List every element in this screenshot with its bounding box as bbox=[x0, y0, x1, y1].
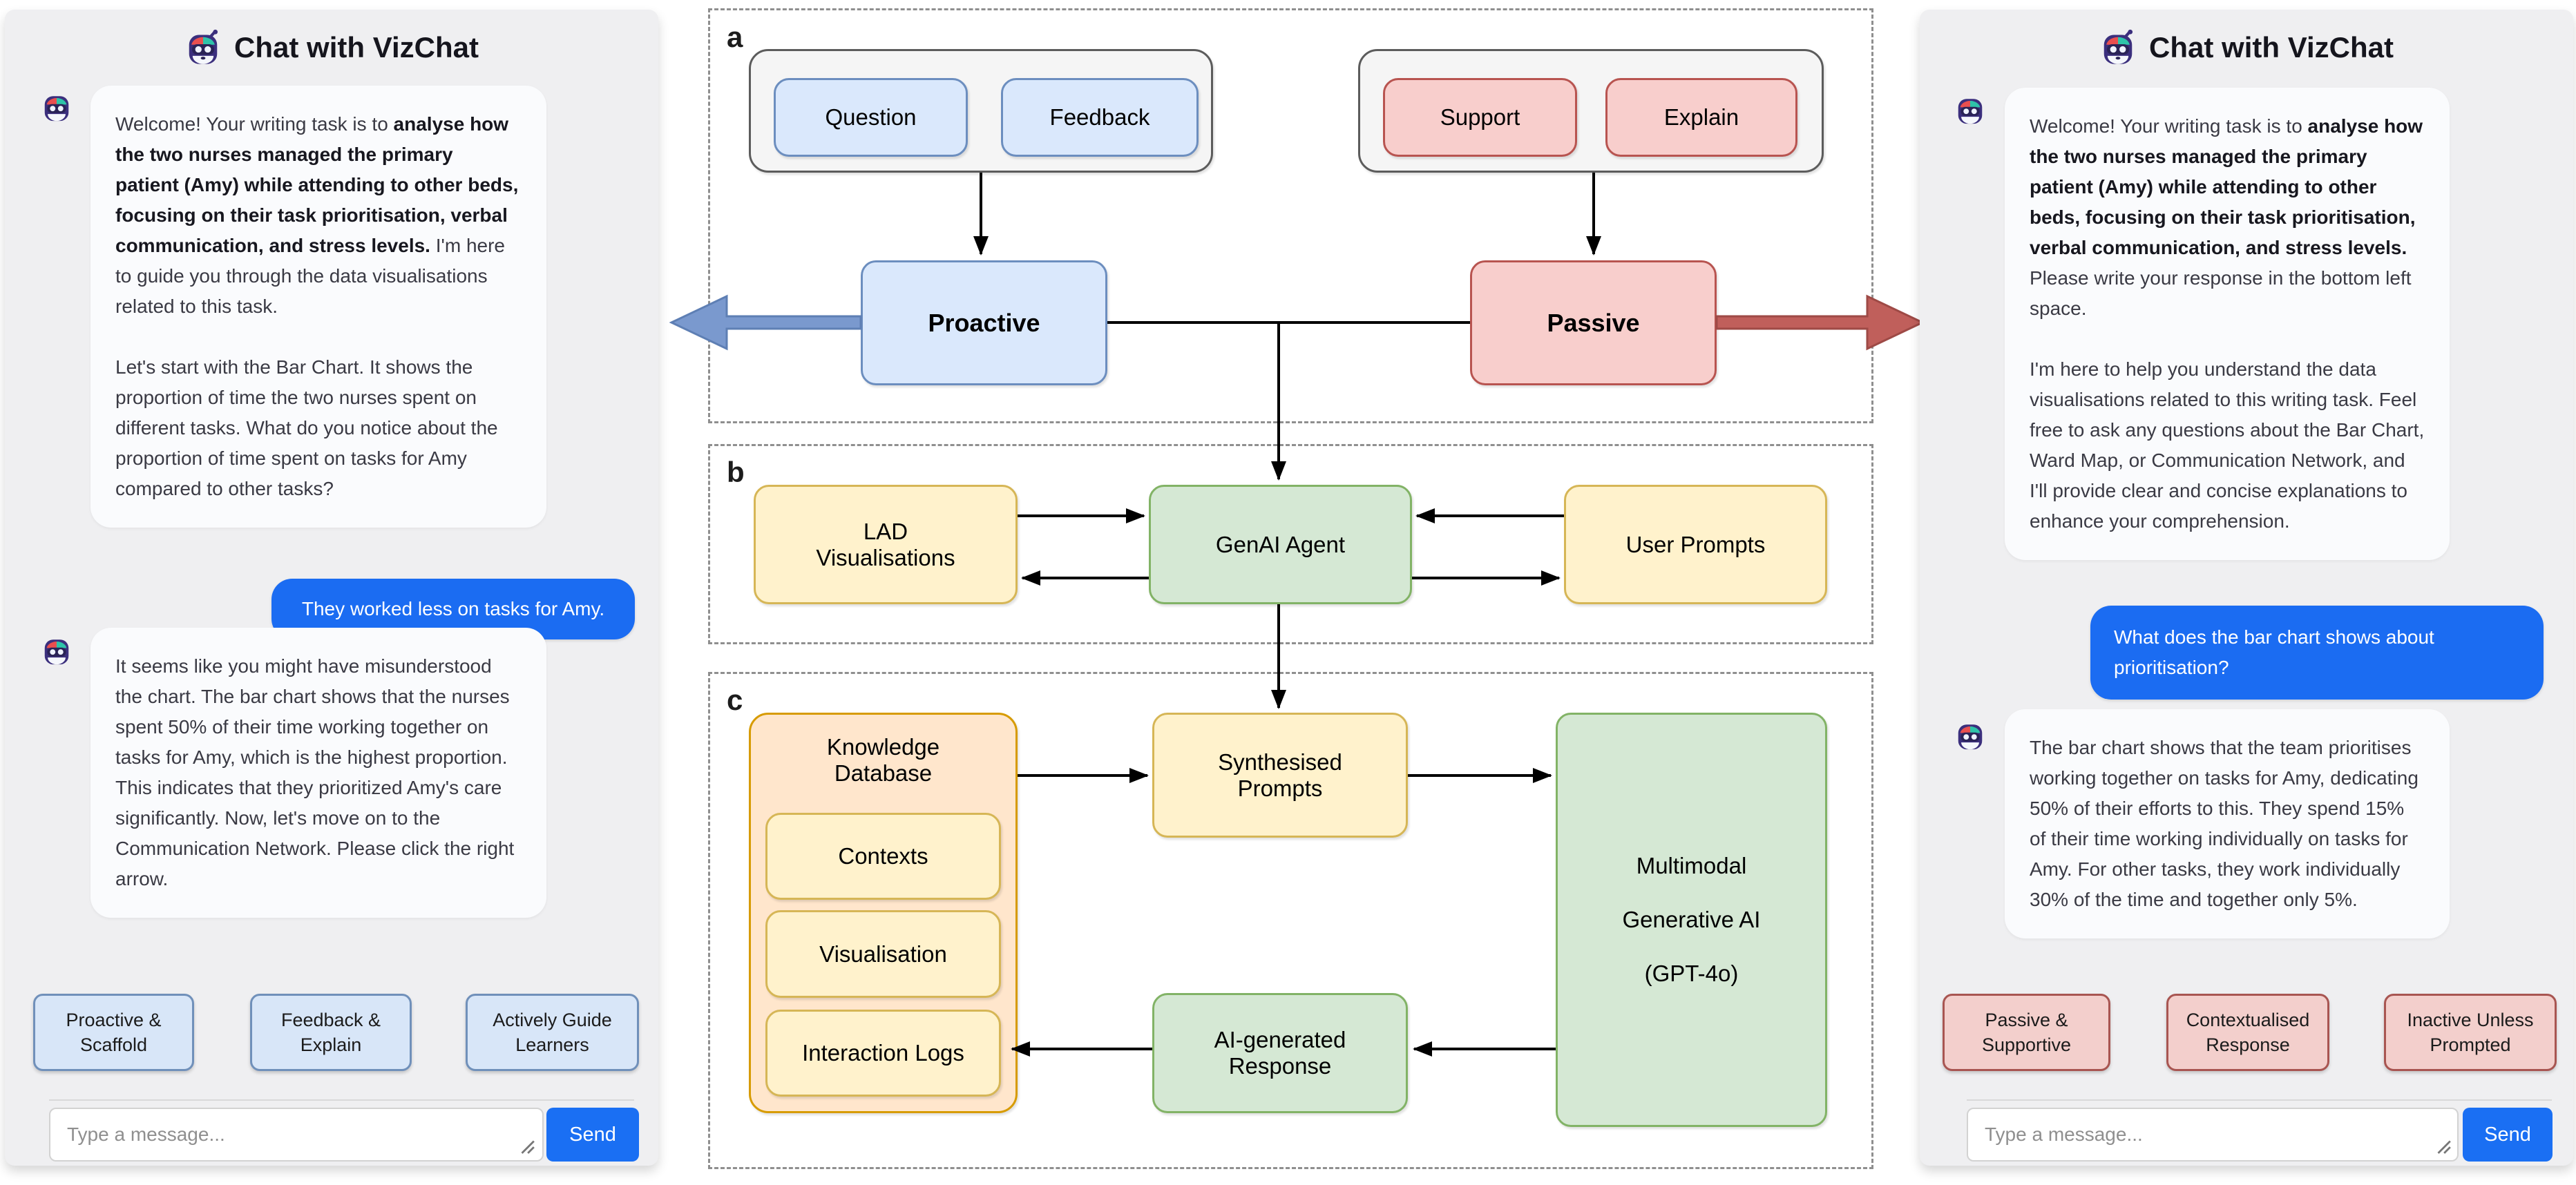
left-send-button[interactable]: Send bbox=[546, 1108, 639, 1162]
input-divider bbox=[1967, 1099, 2552, 1101]
user-prompts-node: User Prompts bbox=[1564, 485, 1827, 604]
feedback-node: Feedback bbox=[1001, 78, 1199, 157]
bot-message-2: The bar chart shows that the team priori… bbox=[2005, 709, 2450, 938]
bot-message-1-task: analyse how the two nurses managed the p… bbox=[2030, 115, 2423, 258]
left-message-input[interactable] bbox=[49, 1108, 544, 1162]
synthesised-line-1: Synthesised bbox=[1218, 749, 1342, 775]
bot-message-1-outro: Please write your response in the bottom… bbox=[2030, 267, 2412, 319]
bot-message-1: Welcome! Your writing task is to analyse… bbox=[2005, 88, 2450, 560]
bot-avatar-icon bbox=[44, 96, 69, 122]
chip-actively-guide[interactable]: Actively Guide Learners bbox=[466, 994, 639, 1071]
knowledge-db-line-1: Knowledge bbox=[826, 734, 940, 760]
knowledge-db-line-2: Database bbox=[834, 760, 933, 786]
synthesised-line-2: Prompts bbox=[1237, 775, 1323, 801]
genai-agent-node: GenAI Agent bbox=[1149, 485, 1412, 604]
chip-feedback-explain[interactable]: Feedback & Explain bbox=[250, 994, 412, 1071]
bot-message-2: It seems like you might have misundersto… bbox=[90, 628, 546, 918]
user-message-1: What does the bar chart shows about prio… bbox=[2090, 606, 2544, 700]
chip-passive-supportive[interactable]: Passive & Supportive bbox=[1943, 994, 2110, 1071]
section-b-box bbox=[708, 444, 1873, 644]
bot-message-1-followup: Let's start with the Bar Chart. It shows… bbox=[115, 356, 498, 499]
left-chat-panel: Chat with VizChat Welcome! Your writing … bbox=[5, 10, 658, 1166]
question-node: Question bbox=[774, 78, 968, 157]
multimodal-line-1: Multimodal bbox=[1636, 853, 1747, 878]
visualisation-node: Visualisation bbox=[765, 910, 1001, 998]
lad-visualisations-node: LAD Visualisations bbox=[754, 485, 1018, 604]
input-divider bbox=[49, 1099, 634, 1101]
multimodal-line-3: (GPT-4o) bbox=[1644, 961, 1739, 986]
bot-message-1-outro: I'm here to guide you through the data v… bbox=[115, 235, 506, 317]
interaction-logs-node: Interaction Logs bbox=[765, 1010, 1001, 1097]
section-a-box bbox=[708, 8, 1873, 423]
explain-node: Explain bbox=[1605, 78, 1797, 157]
lad-line-2: Visualisations bbox=[816, 544, 955, 570]
chip-inactive-unless-prompted[interactable]: Inactive Unless Prompted bbox=[2384, 994, 2557, 1071]
synthesised-prompts-node: Synthesised Prompts bbox=[1152, 713, 1408, 838]
bot-message-1-task: analyse how the two nurses managed the p… bbox=[115, 113, 519, 256]
section-a-label: a bbox=[727, 21, 743, 53]
right-panel-title: Chat with VizChat bbox=[2149, 31, 2394, 64]
section-b-label: b bbox=[727, 456, 745, 488]
resize-handle-icon[interactable] bbox=[517, 1137, 535, 1155]
ai-generated-response-node: AI-generated Response bbox=[1152, 993, 1408, 1113]
support-node: Support bbox=[1383, 78, 1577, 157]
multimodal-genai-node: Multimodal Generative AI (GPT-4o) bbox=[1556, 713, 1827, 1127]
proactive-node: Proactive bbox=[861, 260, 1107, 385]
right-message-input[interactable] bbox=[1967, 1108, 2459, 1162]
contexts-node: Contexts bbox=[765, 813, 1001, 900]
bot-avatar-icon bbox=[1958, 724, 1983, 750]
section-c-label: c bbox=[727, 684, 743, 716]
bot-message-1-followup: I'm here to help you understand the data… bbox=[2030, 358, 2425, 532]
ai-response-line-2: Response bbox=[1228, 1053, 1332, 1079]
multimodal-line-2: Generative AI bbox=[1622, 907, 1761, 932]
bot-message-1: Welcome! Your writing task is to analyse… bbox=[90, 86, 546, 528]
right-send-button[interactable]: Send bbox=[2463, 1108, 2553, 1162]
chip-proactive-scaffold[interactable]: Proactive & Scaffold bbox=[33, 994, 194, 1071]
resize-handle-icon[interactable] bbox=[2434, 1137, 2452, 1155]
lad-line-1: LAD bbox=[863, 518, 908, 544]
left-panel-header: Chat with VizChat bbox=[5, 29, 658, 66]
passive-node: Passive bbox=[1470, 260, 1717, 385]
right-panel-header: Chat with VizChat bbox=[1920, 29, 2573, 66]
right-chat-panel: Chat with VizChat Welcome! Your writing … bbox=[1920, 10, 2573, 1166]
bot-message-1-intro: Welcome! Your writing task is to bbox=[115, 113, 394, 135]
bot-avatar-icon bbox=[1958, 99, 1983, 124]
chip-contextualised-response[interactable]: Contextualised Response bbox=[2166, 994, 2329, 1071]
ai-response-line-1: AI-generated bbox=[1214, 1027, 1346, 1052]
vizchat-robot-icon bbox=[189, 29, 218, 64]
vizchat-robot-icon bbox=[2103, 29, 2133, 64]
bot-avatar-icon bbox=[44, 639, 69, 665]
left-panel-title: Chat with VizChat bbox=[234, 31, 479, 64]
bot-message-1-intro: Welcome! Your writing task is to bbox=[2030, 115, 2308, 137]
section-c-box bbox=[708, 672, 1873, 1169]
